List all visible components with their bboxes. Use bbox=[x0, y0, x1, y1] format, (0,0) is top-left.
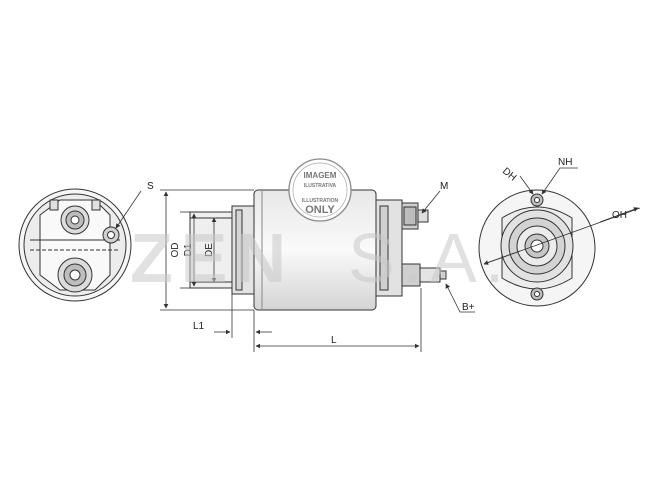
label-de: DE bbox=[204, 243, 215, 257]
stamp-line2: ILUSTRATIVA bbox=[304, 183, 337, 189]
dimension-m: M bbox=[421, 181, 448, 214]
label-nh: NH bbox=[558, 157, 572, 168]
dimension-oh: OH bbox=[483, 207, 641, 265]
dimension-l1 bbox=[214, 294, 272, 352]
right-end-view bbox=[478, 189, 596, 307]
stamp-line4: ONLY bbox=[305, 204, 335, 216]
dimension-b-plus: B+ bbox=[445, 283, 475, 313]
watermark-brand: ZEN bbox=[130, 219, 294, 297]
dimension-dh: DH bbox=[500, 166, 534, 195]
label-od: OD bbox=[170, 243, 181, 258]
dimension-d1 bbox=[180, 211, 197, 289]
illustration-stamp: IMAGEM ILUSTRATIVA ILLUSTRATION ONLY bbox=[288, 158, 352, 222]
label-l: L bbox=[331, 335, 337, 346]
watermark-suffix: S.A. bbox=[348, 219, 512, 297]
dimension-s: S bbox=[115, 181, 154, 229]
brand-watermark: ZEN S.A. bbox=[130, 219, 512, 297]
dimension-od bbox=[160, 189, 254, 311]
dimension-l bbox=[255, 288, 422, 352]
label-m: M bbox=[440, 181, 448, 192]
stamp-line1: IMAGEM bbox=[304, 171, 337, 180]
stamp-line3: ILLUSTRATION bbox=[302, 198, 339, 204]
left-end-view bbox=[18, 188, 132, 302]
label-l1: L1 bbox=[193, 321, 205, 332]
label-b-plus: B+ bbox=[462, 302, 475, 313]
label-s: S bbox=[147, 181, 154, 192]
dimension-nh: NH bbox=[541, 157, 578, 195]
label-dh: DH bbox=[500, 166, 518, 184]
label-oh: OH bbox=[612, 210, 627, 221]
label-d1: D1 bbox=[183, 243, 194, 256]
